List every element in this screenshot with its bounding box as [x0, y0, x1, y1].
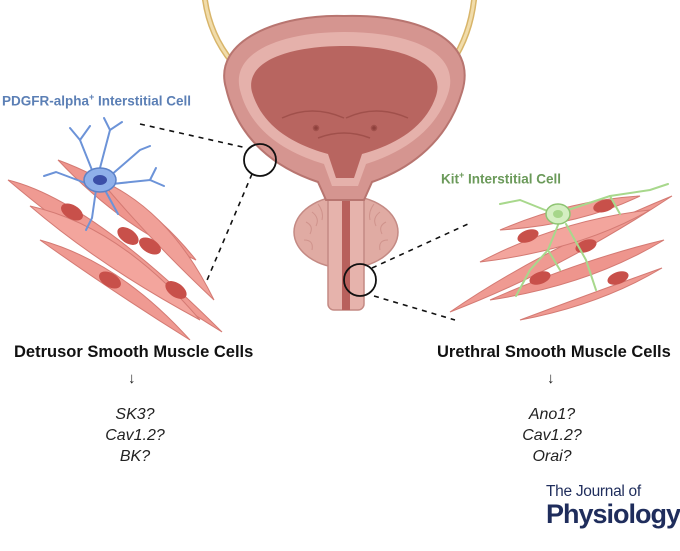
leader-lines: [139, 123, 469, 321]
candidate-item: Cav1.2?: [105, 427, 165, 444]
pdgfr-interstitial-cell: [43, 117, 165, 231]
prostate-striations: [303, 203, 389, 251]
candidate-item: Cav1.2?: [522, 427, 582, 444]
candidate-item: Ano1?: [528, 406, 576, 423]
urethra-lumen: [342, 170, 350, 310]
candidate-item: Orai?: [532, 448, 572, 465]
journal-logo-line1: The Journal of: [546, 483, 641, 500]
kit-cell-nucleus: [553, 210, 563, 218]
detrusor-muscle-cells: [7, 159, 223, 341]
bladder-folds: [281, 110, 409, 139]
urethral-heading: Urethral Smooth Muscle Cells: [437, 343, 671, 361]
journal-logo: The Journal of Physiology: [546, 483, 680, 529]
pdgfr-cell-nucleus: [93, 175, 107, 185]
bladder-lumen: [251, 46, 438, 178]
urethral-muscle-cells: [449, 195, 673, 321]
candidate-item: SK3?: [115, 406, 155, 423]
urethral-arrow-icon: ↓: [547, 370, 555, 387]
journal-logo-line2: Physiology: [546, 499, 680, 529]
kit-interstitial-cell: [499, 183, 669, 297]
detrusor-highlight-circle: [243, 143, 277, 177]
left-ureter: [202, 0, 235, 65]
urethral-highlight-circle: [343, 263, 377, 297]
candidate-item: BK?: [119, 448, 151, 465]
pdgfr-cell-label: PDGFR-alpha+ Interstitial Cell: [2, 92, 192, 109]
detrusor-candidate-list: SK3? Cav1.2? BK?: [75, 404, 195, 467]
detrusor-heading: Detrusor Smooth Muscle Cells: [14, 343, 254, 361]
kit-cell-label: Kit+ Interstitial Cell: [441, 170, 562, 187]
urethral-candidate-list: Ano1? Cav1.2? Orai?: [492, 404, 612, 467]
detrusor-arrow-icon: ↓: [128, 370, 136, 387]
